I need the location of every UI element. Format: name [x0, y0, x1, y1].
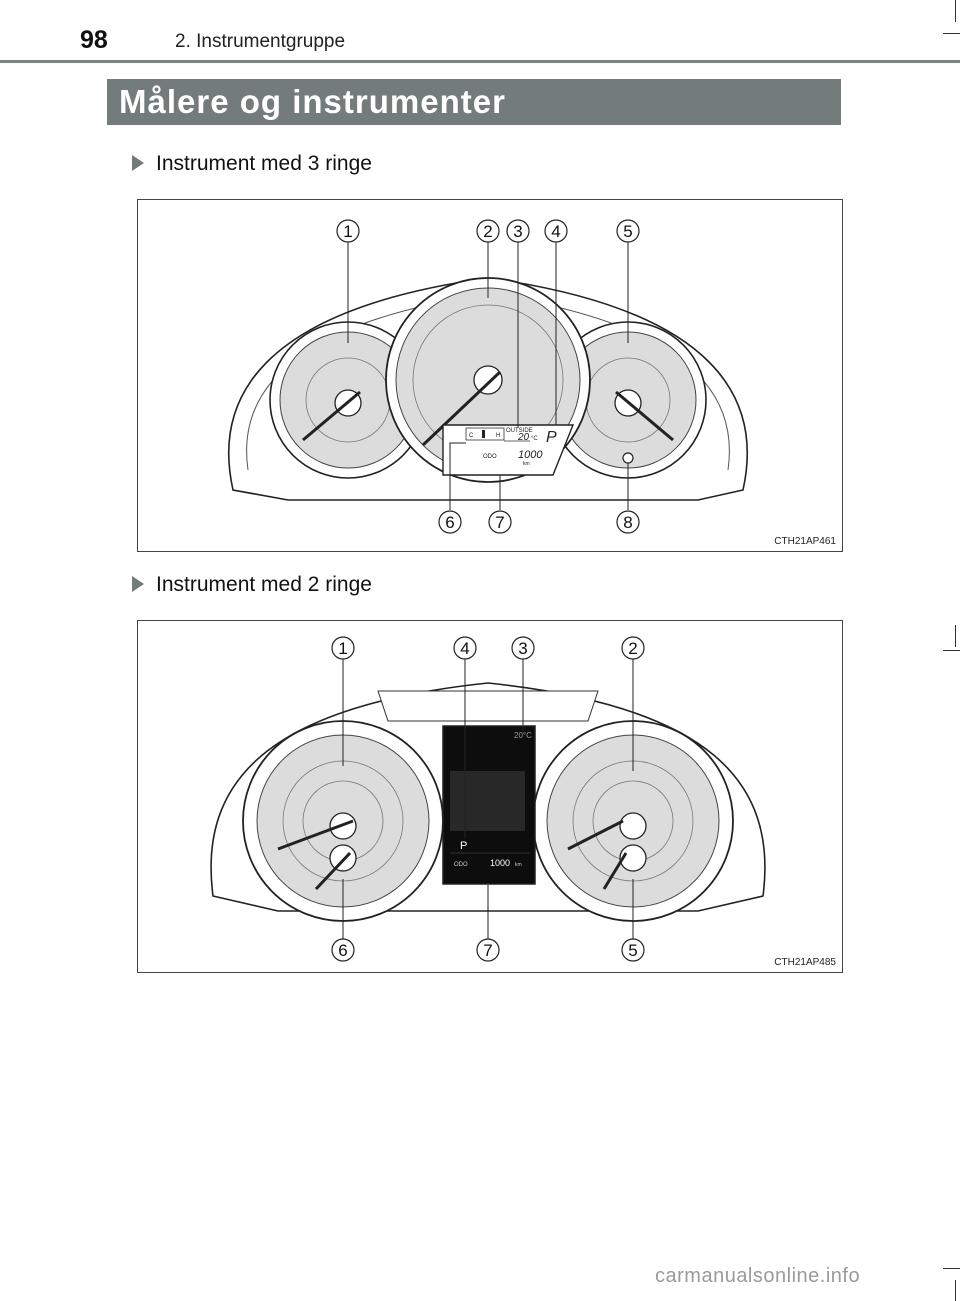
figure-2-heading-text: Instrument med 2 ringe: [156, 573, 372, 596]
crop-mark: [955, 0, 956, 22]
callout-7: 7: [476, 938, 500, 962]
outside-label: OUTSIDE: [506, 428, 533, 434]
odo-label: ODO: [454, 862, 468, 868]
svg-text:2: 2: [628, 639, 637, 658]
triangle-bullet-icon: [132, 155, 144, 171]
svg-text:7: 7: [495, 513, 504, 532]
temp-hot-label: H: [496, 433, 500, 439]
shift-position: P: [460, 840, 467, 852]
figure-1-code: CTH21AP461: [774, 536, 836, 547]
three-ring-cluster-illustration: C H OUTSIDE 20 °C P ODO 1000 km 1 2 3: [227, 219, 749, 534]
outside-temp: 20°C: [514, 731, 532, 740]
crop-mark: [955, 1280, 956, 1301]
callout-8: 8: [616, 510, 640, 534]
svg-text:4: 4: [551, 222, 560, 241]
svg-text:8: 8: [623, 513, 632, 532]
callout-6: 6: [331, 938, 355, 962]
odo-unit: km: [515, 862, 522, 868]
callout-2: 2: [476, 219, 500, 243]
section-banner: Målere og instrumenter: [107, 79, 841, 125]
svg-text:3: 3: [513, 222, 522, 241]
svg-text:7: 7: [483, 941, 492, 960]
outside-temp: 20: [517, 432, 530, 443]
figure-2-code: CTH21AP485: [774, 957, 836, 968]
section-title: Målere og instrumenter: [119, 83, 506, 120]
figure-2-ring-cluster: 20°C P ODO 1000 km 1 4 3 2: [137, 620, 843, 973]
watermark: carmanualsonline.info: [655, 1265, 861, 1287]
shift-position: P: [546, 429, 557, 446]
temp-cold-label: C: [469, 433, 474, 439]
svg-text:2: 2: [483, 222, 492, 241]
svg-text:5: 5: [628, 941, 637, 960]
callout-1: 1: [331, 636, 355, 660]
callout-7: 7: [488, 510, 512, 534]
svg-text:5: 5: [623, 222, 632, 241]
svg-text:6: 6: [338, 941, 347, 960]
figure-2-heading: Instrument med 2 ringe: [132, 573, 372, 597]
callout-6: 6: [438, 510, 462, 534]
two-ring-cluster-illustration: 20°C P ODO 1000 km 1 4 3 2: [210, 636, 766, 962]
svg-text:1: 1: [338, 639, 347, 658]
odo-value: 1000: [518, 449, 543, 461]
odo-label: ODO: [483, 454, 497, 460]
crop-mark: [943, 650, 960, 651]
odo-value: 1000: [490, 858, 510, 868]
chapter-title: 2. Instrumentgruppe: [175, 31, 346, 52]
odo-unit: km: [523, 461, 530, 467]
callout-5: 5: [621, 938, 645, 962]
callout-2: 2: [621, 636, 645, 660]
figure-3-ring-cluster: C H OUTSIDE 20 °C P ODO 1000 km 1 2 3: [137, 199, 843, 552]
figure-1-heading-text: Instrument med 3 ringe: [156, 152, 372, 175]
figure-1-heading: Instrument med 3 ringe: [132, 152, 372, 176]
svg-text:3: 3: [518, 639, 527, 658]
crop-mark: [943, 1268, 960, 1269]
crop-mark: [943, 33, 960, 34]
callout-3: 3: [506, 219, 530, 243]
callout-5: 5: [616, 219, 640, 243]
callout-1: 1: [336, 219, 360, 243]
svg-text:4: 4: [460, 639, 469, 658]
svg-text:6: 6: [445, 513, 454, 532]
triangle-bullet-icon: [132, 576, 144, 592]
page-number: 98: [80, 26, 108, 54]
header-rule: [0, 60, 960, 63]
temp-unit: °C: [531, 436, 538, 442]
svg-text:1: 1: [343, 222, 352, 241]
callout-4: 4: [544, 219, 568, 243]
callout-3: 3: [511, 636, 535, 660]
crop-mark: [955, 625, 956, 647]
callout-4: 4: [453, 636, 477, 660]
